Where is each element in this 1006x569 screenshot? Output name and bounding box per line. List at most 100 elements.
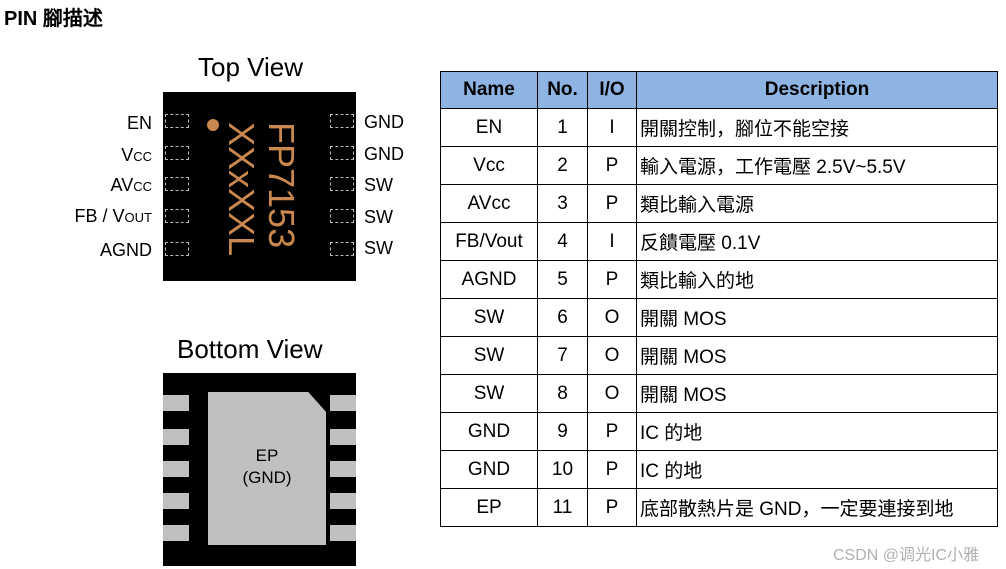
cell-name: GND	[440, 450, 538, 489]
pin-pad	[165, 177, 189, 191]
pin-label-sw-1: SW	[364, 175, 393, 195]
cell-io: P	[587, 146, 637, 185]
cell-no: 2	[537, 146, 588, 185]
pin-pad	[165, 114, 189, 128]
cell-no: 3	[537, 184, 588, 223]
pin-pad	[330, 114, 354, 128]
cell-no: 7	[537, 336, 588, 375]
cell-no: 1	[537, 108, 588, 147]
cell-name: GND	[440, 412, 538, 451]
cell-io: P	[587, 450, 637, 489]
cell-description: 反饋電壓 0.1V	[636, 222, 998, 261]
cell-description: IC 的地	[636, 450, 998, 489]
cell-name: EP	[440, 488, 538, 527]
pin-label-gnd-2: GND	[364, 144, 404, 164]
pin-label-sub: CC	[133, 149, 152, 164]
watermark: CSDN @调光IC小雅	[833, 547, 980, 564]
cell-io: O	[587, 336, 637, 375]
cell-no: 5	[537, 260, 588, 299]
cell-name: EN	[440, 108, 538, 147]
section-heading: PIN 腳描述	[4, 8, 103, 30]
header-io: I/O	[587, 71, 637, 109]
cell-description: 開關控制，腳位不能空接	[636, 108, 998, 147]
table-header-row: Name No. I/O Description	[440, 71, 998, 109]
cell-io: O	[587, 374, 637, 413]
cell-description: 類比輸入電源	[636, 184, 998, 223]
cell-description: 底部散熱片是 GND，一定要連接到地	[636, 488, 998, 527]
cell-io: I	[587, 222, 637, 261]
pin-pad	[330, 146, 354, 160]
cell-no: 11	[537, 488, 588, 527]
bottom-pad	[330, 493, 356, 509]
header-name: Name	[440, 71, 538, 109]
pin-label-sw-2: SW	[364, 207, 393, 227]
cell-io: P	[587, 412, 637, 451]
pin-label-avcc: AVCC	[2, 175, 152, 197]
cell-name: SW	[440, 336, 538, 375]
cell-io: P	[587, 260, 637, 299]
pin-pad	[330, 177, 354, 191]
top-view-title: Top View	[198, 52, 304, 82]
cell-name: AGND	[440, 260, 538, 299]
cell-description: 開關 MOS	[636, 336, 998, 375]
pin-label-text: EN	[126, 113, 152, 133]
chip-top-view: FP7153 XXxXXL	[163, 92, 356, 281]
pin-label-fb-vout: FB / VOUT	[2, 206, 152, 228]
cell-io: O	[587, 298, 637, 337]
pin-pad	[165, 209, 189, 223]
chip-marking-part: FP7153	[261, 122, 302, 249]
pin-label-gnd-1: GND	[364, 112, 404, 132]
bottom-pad	[330, 395, 356, 411]
cell-name: Vcc	[440, 146, 538, 185]
pin1-dot	[207, 119, 219, 131]
pin-label-sub: CC	[133, 179, 152, 194]
header-description: Description	[636, 71, 998, 109]
cell-no: 4	[537, 222, 588, 261]
ep-label-line2: (GND)	[242, 468, 292, 487]
bottom-pad	[163, 461, 189, 477]
pin-label-text: FB / V	[74, 206, 125, 226]
pin-label-text: V	[121, 145, 134, 165]
pin-label-agnd: AGND	[2, 240, 152, 262]
bottom-view-title: Bottom View	[177, 334, 323, 364]
bottom-pad	[330, 525, 356, 541]
pin-pad	[330, 209, 354, 223]
bottom-pad	[163, 493, 189, 509]
bottom-pad	[163, 395, 189, 411]
cell-io: P	[587, 488, 637, 527]
pin-label-text: AGND	[99, 240, 152, 260]
pin-label-sub: OUT	[124, 210, 152, 225]
cell-description: IC 的地	[636, 412, 998, 451]
pin-pad	[165, 242, 189, 256]
cell-name: FB/Vout	[440, 222, 538, 261]
cell-name: AVcc	[440, 184, 538, 223]
cell-no: 9	[537, 412, 588, 451]
cell-description: 類比輸入的地	[636, 260, 998, 299]
cell-io: P	[587, 184, 637, 223]
chip-marking-code: XXxXXL	[221, 122, 262, 257]
exposed-pad	[208, 392, 326, 545]
bottom-pad	[163, 429, 189, 445]
cell-io: I	[587, 108, 637, 147]
cell-no: 6	[537, 298, 588, 337]
header-no: No.	[537, 71, 588, 109]
cell-description: 輸入電源，工作電壓 2.5V~5.5V	[636, 146, 998, 185]
pin-label-text: AV	[110, 175, 134, 195]
chip-bottom-view: EP (GND)	[163, 373, 356, 566]
cell-description: 開關 MOS	[636, 374, 998, 413]
pin-pad	[330, 242, 354, 256]
bottom-pad	[163, 525, 189, 541]
cell-no: 10	[537, 450, 588, 489]
